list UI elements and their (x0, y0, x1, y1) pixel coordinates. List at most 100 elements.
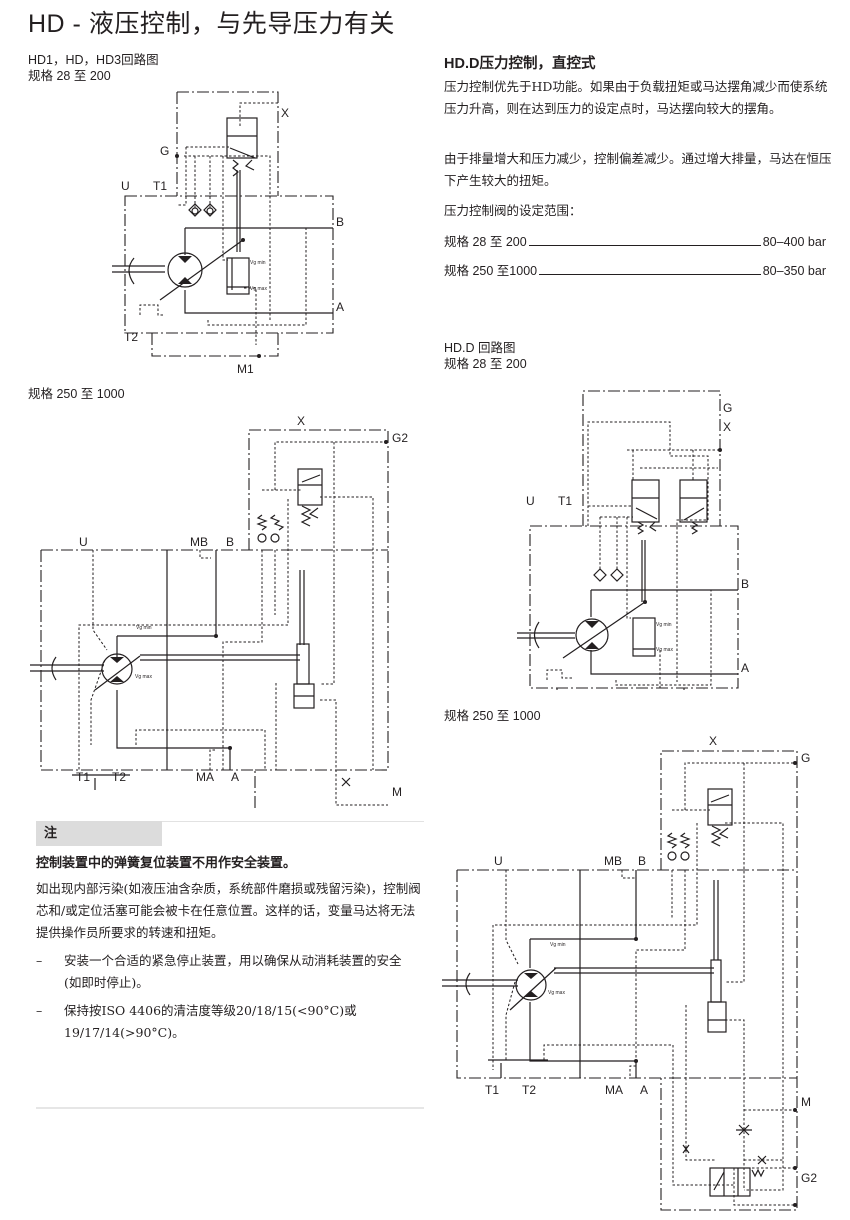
label-vg-min: Vg min (250, 260, 266, 266)
diagram3-title: HD.D 回路图 (444, 341, 516, 355)
port-label-u: U (121, 179, 130, 193)
port-label-g: G (801, 751, 810, 765)
label-vg-max: Vg max (135, 674, 152, 680)
diagram1-pilot-lines (139, 102, 307, 345)
port-label-x: X (723, 420, 731, 434)
label-vg-min: Vg min (136, 625, 152, 631)
bullet-text: 保持按ISO 4406的清洁度等级20/18/15(<90°C)或19/17/1… (64, 1003, 357, 1040)
diagram4-working-lines (442, 870, 719, 1078)
diagram3-working-lines (517, 540, 738, 675)
port-label-a: A (640, 1083, 648, 1097)
port-label-m: M (801, 1095, 811, 1109)
port-label-m1: M1 (237, 362, 254, 376)
port-label-u: U (79, 535, 88, 549)
port-label-x: X (709, 734, 717, 748)
diagram1-caption: HD1，HD，HD3回路图 规格 28 至 200 (28, 52, 159, 84)
range-row: 规格 250 至1000 80–350 bar (444, 260, 826, 279)
diagram4-relief-valves (666, 832, 691, 861)
port-label-mb: MB (604, 854, 622, 868)
range-intro: 压力控制阀的设定范围： (444, 203, 582, 218)
leader-line (528, 235, 761, 246)
port-label-u: U (494, 854, 503, 868)
diagram2-relief-valves (256, 514, 285, 543)
diagram2-pilot-lines (78, 441, 388, 806)
port-label-mb: MB (190, 535, 208, 549)
diagram2-cylinder (293, 643, 315, 709)
page-title: HD - 液压控制，与先导压力有关 (28, 10, 395, 38)
label-vg-max: Vg max (548, 990, 565, 996)
diagram3-pump-motor-symbol (533, 618, 609, 652)
port-label-t2: T2 (522, 1083, 536, 1097)
diagram3-pilot-lines (546, 421, 720, 690)
port-label-m: M (392, 785, 402, 799)
diagram4-throttle-2 (682, 1144, 690, 1154)
port-label-g2: G2 (801, 1171, 817, 1185)
note-divider (162, 821, 424, 822)
port-label-u: U (526, 494, 535, 508)
port-label-g: G (160, 144, 169, 158)
diagram3-check-valves (593, 568, 624, 582)
section-title-hdd: HD.D压力控制，直控式 (444, 56, 596, 72)
port-label-x: X (281, 106, 289, 120)
label-vg-max: Vg max (656, 647, 673, 653)
port-label-b: B (638, 854, 646, 868)
range-value: 80–400 bar (762, 235, 826, 249)
diagram4-pressure-cutoff-valve (709, 1167, 765, 1197)
hdd-circuit-diagram-28-200: G X U T1 B A T2 M1 Vg min Vg max (517, 390, 749, 690)
note-bullet-list: – 安装一个合适的紧急停止装置，用以确保从动消耗装置的安全(如即时停止)。 – … (36, 950, 426, 1044)
diagram3-control-valve-1 (631, 479, 660, 535)
range-label: 规格 250 至1000 (444, 264, 538, 278)
bullet-dash: – (36, 1003, 43, 1018)
port-label-t1: T1 (558, 494, 572, 508)
range-label: 规格 28 至 200 (444, 235, 527, 249)
diagram4-caption: 规格 250 至 1000 (444, 709, 541, 723)
diagram4-control-valve (707, 788, 733, 847)
diagram2-caption: 规格 250 至 1000 (28, 387, 125, 401)
port-label-b: B (226, 535, 234, 549)
diagram3-pressure-valve (679, 479, 708, 535)
port-label-t1: T1 (485, 1083, 499, 1097)
diagram4-throttle-1 (757, 1155, 767, 1165)
note-bullet-item: – 保持按ISO 4406的清洁度等级20/18/15(<90°C)或19/17… (36, 1000, 426, 1044)
port-label-a: A (336, 300, 344, 314)
diagram3-caption: HD.D 回路图 规格 28 至 200 (444, 340, 527, 372)
diagram1-housing (124, 91, 334, 357)
range-row: 规格 28 至 200 80–400 bar (444, 231, 826, 250)
hd-circuit-diagram-250-1000: X G2 U MB B T1 T2 MA A M Vg min Vg max (30, 414, 408, 810)
port-label-g2: G2 (392, 431, 408, 445)
note-paragraph: 如出现内部污染(如液压油含杂质，系统部件磨损或残留污染)，控制阀芯和/或定位活塞… (36, 881, 421, 940)
note-bullet-item: – 安装一个合适的紧急停止装置，用以确保从动消耗装置的安全(如即时停止)。 (36, 950, 426, 994)
diagram1-cylinder (226, 257, 250, 295)
diagram1-check-valves (188, 203, 217, 217)
diagram3-size-range: 规格 28 至 200 (444, 357, 527, 371)
port-label-x: X (297, 414, 305, 428)
diagram1-pump-motor-symbol (128, 252, 203, 288)
port-label-t2: T2 (112, 770, 126, 784)
diagram2-working-lines (30, 550, 305, 790)
note-header: 注 (36, 821, 162, 846)
diagram2-throttle (341, 777, 351, 787)
port-label-ma: MA (605, 1083, 623, 1097)
diagram2-control-valve (297, 468, 323, 527)
bullet-dash: – (36, 953, 43, 968)
hd-circuit-diagram-28-200: X G U T1 B A T2 M1 Vg min Vg max (112, 91, 344, 376)
hdd-circuit-diagram-250-1000: X G U MB B T1 T2 MA A M G2 Vg min Vg max (442, 734, 817, 1211)
port-label-b: B (336, 215, 344, 229)
diagram3-housing (529, 390, 739, 690)
diagram1-title: HD1，HD，HD3回路图 (28, 53, 159, 67)
port-label-a: A (741, 661, 749, 675)
diagram4-pilot-lines (492, 762, 795, 1206)
port-label-t1: T1 (76, 770, 90, 784)
diagram1-control-valve (226, 117, 258, 177)
diagram4-cylinder (707, 959, 727, 1033)
hdd-paragraph-1: 压力控制优先于HD功能。如果由于负载扭矩或马达摆角减少而使系统压力升高，则在达到… (444, 79, 828, 116)
diagram1-size-range: 规格 28 至 200 (28, 69, 111, 83)
label-vg-min: Vg min (656, 622, 672, 628)
diagram4-pump-motor-symbol (465, 969, 547, 1001)
label-vg-max: Vg max (250, 286, 267, 292)
label-vg-min: Vg min (550, 942, 566, 948)
diagram2-pump-motor-symbol (51, 653, 133, 685)
diagram2-housing (40, 429, 389, 810)
diagram3-cylinder (632, 617, 656, 657)
bullet-text: 安装一个合适的紧急停止装置，用以确保从动消耗装置的安全(如即时停止)。 (64, 953, 402, 990)
